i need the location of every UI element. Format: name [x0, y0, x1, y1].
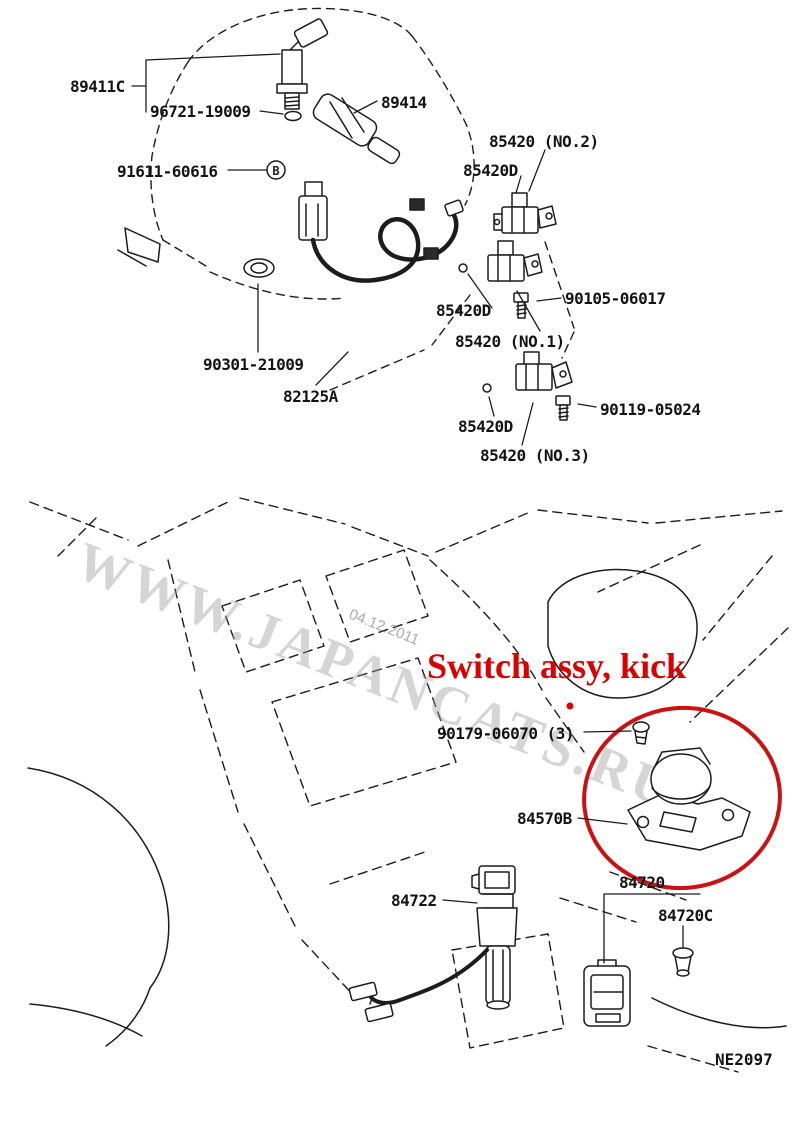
part-label-82125a: 82125A: [283, 387, 338, 406]
switch-84720-part: [583, 959, 631, 1027]
part-label-84720c: 84720C: [658, 906, 713, 925]
circled-b-marker: B: [266, 160, 286, 180]
harness-connector-2: [423, 247, 439, 260]
part-label-85420d-a: 85420D: [463, 161, 518, 180]
part-label-89411c: 89411C: [70, 77, 125, 96]
screw-90179-part: [632, 721, 650, 745]
part-label-85420-no2: 85420 (NO.2): [489, 132, 599, 151]
drawing-number: NE2097: [715, 1050, 773, 1069]
part-label-85420-no1: 85420 (NO.1): [455, 332, 565, 351]
leader-lines-top: [131, 53, 597, 446]
console-panel-3: [271, 657, 457, 807]
kick-switch-84570b-part: [627, 747, 751, 851]
console-panel-1: [221, 579, 325, 673]
part-label-85420d-c: 85420D: [458, 417, 513, 436]
engine-bracket-shape: [117, 227, 161, 267]
switch-no3-part: [482, 351, 573, 393]
part-label-84720: 84720: [619, 873, 665, 892]
part-label-91611-60616: 91611-60616: [117, 162, 218, 181]
part-label-85420d-b: 85420D: [436, 301, 491, 320]
harness-connector-1: [409, 198, 425, 211]
bolt-90119-part: [555, 395, 571, 421]
part-label-90105-06017: 90105-06017: [565, 289, 666, 308]
cam-sensor-harness-part: [298, 181, 464, 283]
part-label-85420-no3: 85420 (NO.3): [480, 446, 590, 465]
circled-b-text: B: [272, 164, 279, 178]
console-outline: [29, 497, 789, 1073]
part-label-89414: 89414: [381, 93, 427, 112]
switch-84722-part: [348, 865, 518, 1023]
part-label-90179-06070: 90179-06070 (3): [437, 724, 575, 743]
cable-connector-1: [348, 981, 378, 1002]
pin-85420d-c: [482, 383, 492, 393]
switch-no1-part: [458, 240, 543, 282]
leader-lines-bottom: [442, 730, 701, 964]
console-panel-2: [325, 549, 429, 643]
engine-outline: [150, 7, 575, 391]
part-label-84722: 84722: [391, 891, 437, 910]
part-label-84570b: 84570B: [517, 809, 572, 828]
switch-no2-part: [493, 192, 557, 234]
pin-85420d-b: [458, 263, 468, 273]
highlight-period-dot: [566, 702, 574, 710]
harness-connector-3: [444, 199, 464, 217]
harness-cable: [310, 209, 459, 283]
part-label-96721-19009: 96721-19009: [150, 102, 251, 121]
highlight-circle: [582, 705, 782, 891]
cable-connector-2: [364, 1002, 394, 1023]
washer-90301-part: [243, 258, 275, 278]
part-label-90119-05024: 90119-05024: [600, 400, 701, 419]
top-diagram: B: [117, 7, 597, 446]
switch-cable: [368, 948, 489, 1005]
o-ring-96721: [284, 110, 302, 122]
clip-84720c-part: [672, 947, 694, 977]
highlight-annotation: Switch assy, kick: [427, 646, 687, 686]
bottom-diagram: WWW.JAPANCATS.RU 04.12.2011: [27, 497, 789, 1073]
body-curves: [27, 568, 787, 1047]
sensor-89411c-part: [276, 18, 329, 122]
part-label-90301-21009: 90301-21009: [203, 355, 304, 374]
coil-89414-part: [312, 93, 401, 165]
